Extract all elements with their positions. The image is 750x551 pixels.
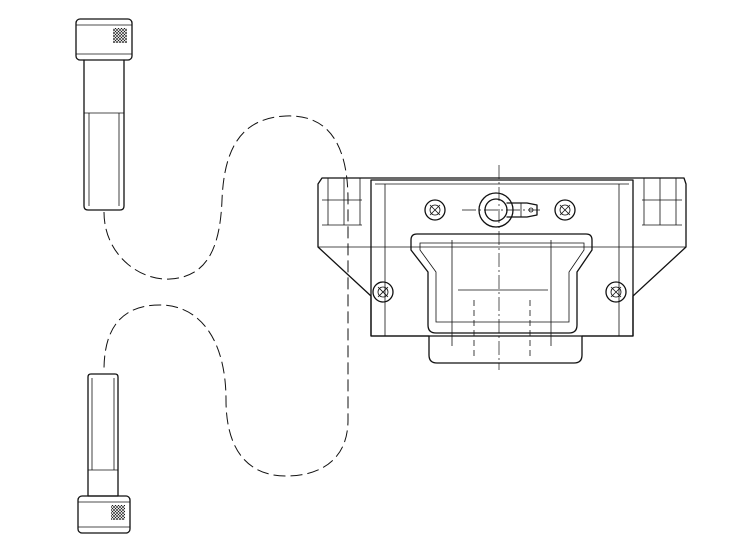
block-outer-flange <box>317 177 687 364</box>
block-body <box>370 179 634 337</box>
top-bolt-head <box>75 18 133 61</box>
screw-bottom-left <box>372 281 394 303</box>
screw-top-right <box>554 199 576 221</box>
top-bolt-knurl <box>113 28 127 43</box>
bottom-bolt <box>77 373 131 534</box>
grease-nipple-fitting <box>478 192 538 228</box>
top-bolt-shank <box>83 59 125 211</box>
screw-bottom-right <box>605 281 627 303</box>
top-leader-curve <box>103 115 349 477</box>
bottom-bolt-knurl <box>111 505 125 520</box>
bottom-bolt-head <box>77 495 131 534</box>
carriage-block <box>317 165 687 370</box>
rail-profile <box>410 233 593 334</box>
bottom-bolt-shank <box>87 373 119 497</box>
screw-top-left <box>424 199 446 221</box>
top-bolt <box>75 18 133 211</box>
